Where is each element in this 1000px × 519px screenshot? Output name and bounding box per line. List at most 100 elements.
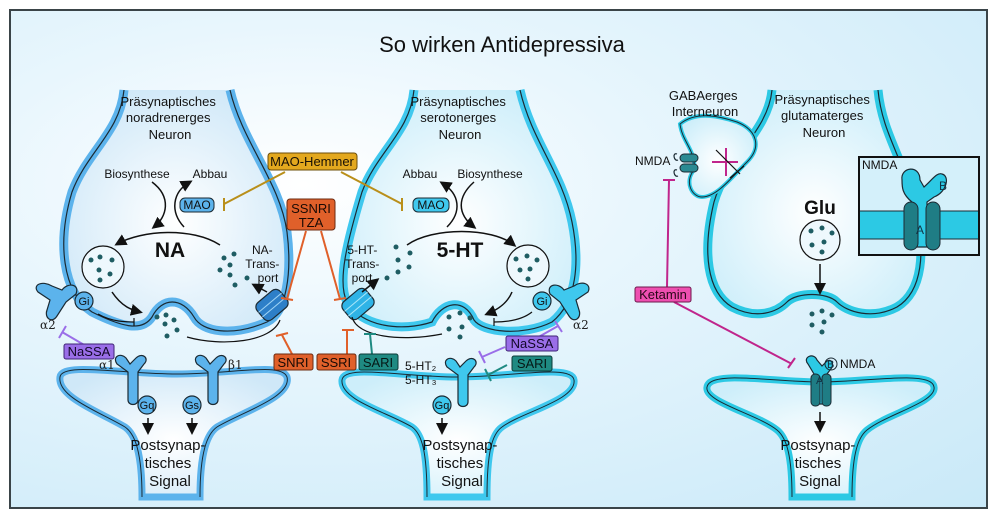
na-alpha2-receptor — [35, 282, 78, 321]
ht-gq-label: Gq — [435, 400, 450, 412]
na-mao-badge — [179, 197, 215, 213]
na-reuptake-path — [186, 319, 281, 343]
ht-synaptic-dots — [446, 310, 473, 340]
ht-postsynaptic-signal-label: Postsynap- tisches Signal — [422, 437, 501, 490]
na-abbau-label: Abbau — [193, 167, 228, 181]
drug-mao-hemmer[interactable]: MAO-Hemmer — [267, 152, 358, 171]
glutamatergic-postsynaptic-neuron: B A NMDA Postsynap- tisches Signal — [703, 355, 938, 501]
svg-text:NaSSA: NaSSA — [511, 336, 554, 351]
ht-reuptake-dots — [384, 244, 413, 281]
post-subunit-b: B — [827, 359, 834, 371]
na-synthesis-arrow — [151, 181, 167, 229]
5ht-receptor-label: 5-HT₂ 5-HT₃ — [405, 359, 440, 387]
inset-nmda-label: NMDA — [862, 158, 897, 172]
drug-sari-right[interactable]: SARI — [511, 355, 553, 372]
na-transporter[interactable] — [253, 287, 290, 323]
ht-alpha2-receptor — [548, 282, 590, 321]
gs-protein — [182, 395, 202, 415]
drug-sari-left[interactable]: SARI — [358, 353, 399, 371]
svg-text:Ketamin: Ketamin — [639, 287, 687, 302]
beta1-receptor — [194, 354, 227, 406]
ht-gi-inhibition — [493, 311, 533, 323]
ht-release-arrow — [484, 291, 513, 317]
drug-nassa-right[interactable]: NaSSA — [505, 335, 559, 352]
svg-text:TZA: TZA — [299, 215, 324, 230]
na-vesicle — [81, 245, 125, 289]
post-subunit-a: A — [816, 375, 824, 387]
diagram-frame: So wirken Antidepressiva Präsynaptisches… — [9, 9, 988, 509]
glu-vesicle-dots — [808, 225, 835, 255]
ht-transport-label: 5-HT- Trans- port — [345, 243, 383, 285]
ht-alpha2-label: α2 — [573, 318, 589, 332]
ht-transporter[interactable] — [339, 286, 376, 322]
noradrenergic-postsynaptic-neuron: α1 β1 Gq Gs Postsynap- tisches Signal — [56, 354, 291, 501]
gs-label: Gs — [185, 400, 200, 412]
ht-transmitter-label: 5-HT — [437, 239, 484, 262]
alpha1-receptor — [114, 354, 147, 406]
na-mao-label: MAO — [183, 198, 210, 212]
ht-gi-protein — [532, 291, 552, 311]
ht-gi-label: Gi — [537, 296, 548, 308]
interneuron-nmda-receptor — [673, 153, 699, 177]
post-nmda-label: NMDA — [840, 357, 875, 371]
ht-vesicle — [506, 244, 550, 288]
svg-text:SARI: SARI — [517, 356, 547, 371]
svg-text:NaSSA: NaSSA — [68, 344, 111, 359]
drug-nassa-left[interactable]: NaSSA — [63, 343, 115, 360]
ht-biosynthese-label: Biosynthese — [457, 167, 523, 181]
na-postsynaptic-signal-label: Postsynap- tisches Signal — [130, 437, 209, 490]
na-biosynthese-label: Biosynthese — [104, 167, 170, 181]
ht-mao-label: MAO — [417, 198, 444, 212]
svg-text:SSNRI: SSNRI — [291, 201, 331, 216]
glu-neuron-label: Präsynaptisches glutamaterges Neuron — [774, 92, 873, 140]
na-release-arrow — [111, 291, 143, 316]
beta1-label: β1 — [228, 358, 243, 372]
na-gi-inhibition — [97, 313, 135, 323]
ht-abbau-label: Abbau — [403, 167, 438, 181]
glutamatergic-presynaptic-neuron: Präsynaptisches glutamaterges Neuron Glu — [703, 89, 926, 335]
noradrenergic-presynaptic-neuron: Präsynaptisches noradrenerges Neuron Bio… — [35, 88, 294, 343]
ht-reuptake-path — [351, 316, 443, 339]
drug-inhibition-lines — [58, 171, 796, 382]
interneuron-nmda-label: NMDA — [635, 154, 670, 168]
drug-ssri[interactable]: SSRI — [316, 353, 357, 371]
ht-neuron-label: Präsynaptisches serotonerges Neuron — [410, 94, 509, 142]
na-transport-label: NA- Trans- port — [245, 243, 283, 285]
ht-vesicle-dots — [513, 253, 540, 282]
ht-mao-badge — [412, 197, 450, 213]
drug-ketamin[interactable]: Ketamin — [634, 286, 692, 303]
na-gi-label: Gi — [79, 296, 90, 308]
na-alpha2-label: α2 — [40, 318, 56, 332]
na-degradation-arrow — [174, 180, 193, 228]
nmda-inset: NMDA B A — [858, 156, 980, 256]
drug-snri[interactable]: SNRI — [273, 353, 314, 371]
na-transmitter-label: NA — [155, 239, 185, 262]
gq-label: Gq — [140, 400, 155, 412]
na-vesicle-arrow — [114, 231, 221, 246]
svg-text:SARI: SARI — [363, 355, 393, 370]
diagram-title: So wirken Antidepressiva — [379, 32, 626, 57]
ht-vesicle-arrow — [406, 230, 517, 247]
gq-protein — [137, 395, 157, 415]
na-gi-protein — [74, 291, 94, 311]
serotonergic-postsynaptic-neuron: 5-HT₂ 5-HT₃ Gq Postsynap- tisches Signal — [338, 357, 578, 501]
glu-postsynaptic-signal-label: Postsynap- tisches Signal — [780, 437, 859, 490]
na-reuptake-dots — [217, 251, 250, 288]
gabaergic-interneuron: GABAerges Interneuron NMDA — [635, 88, 758, 200]
5ht2-5ht3-receptor — [444, 357, 477, 408]
na-synaptic-dots — [154, 312, 180, 339]
interneuron-label: GABAerges Interneuron — [669, 88, 741, 119]
ht-degradation-arrow — [439, 181, 458, 228]
na-neuron-label: Präsynaptisches noradrenerges Neuron — [120, 94, 219, 142]
svg-text:SNRI: SNRI — [277, 355, 308, 370]
antidepressant-mechanism-diagram: So wirken Antidepressiva Präsynaptisches… — [35, 32, 980, 501]
svg-text:SSRI: SSRI — [321, 355, 351, 370]
glu-synaptic-dots — [809, 308, 835, 335]
inset-subunit-b: B — [939, 179, 947, 193]
glu-vesicle — [799, 219, 841, 261]
serotonergic-presynaptic-neuron: Präsynaptisches serotonerges Neuron Abba… — [338, 88, 590, 340]
drug-ssnri-tza[interactable]: SSNRI TZA — [286, 198, 336, 231]
inset-subunit-a: A — [916, 223, 924, 237]
svg-text:MAO-Hemmer: MAO-Hemmer — [270, 154, 354, 169]
na-vesicle-dots — [88, 254, 115, 283]
